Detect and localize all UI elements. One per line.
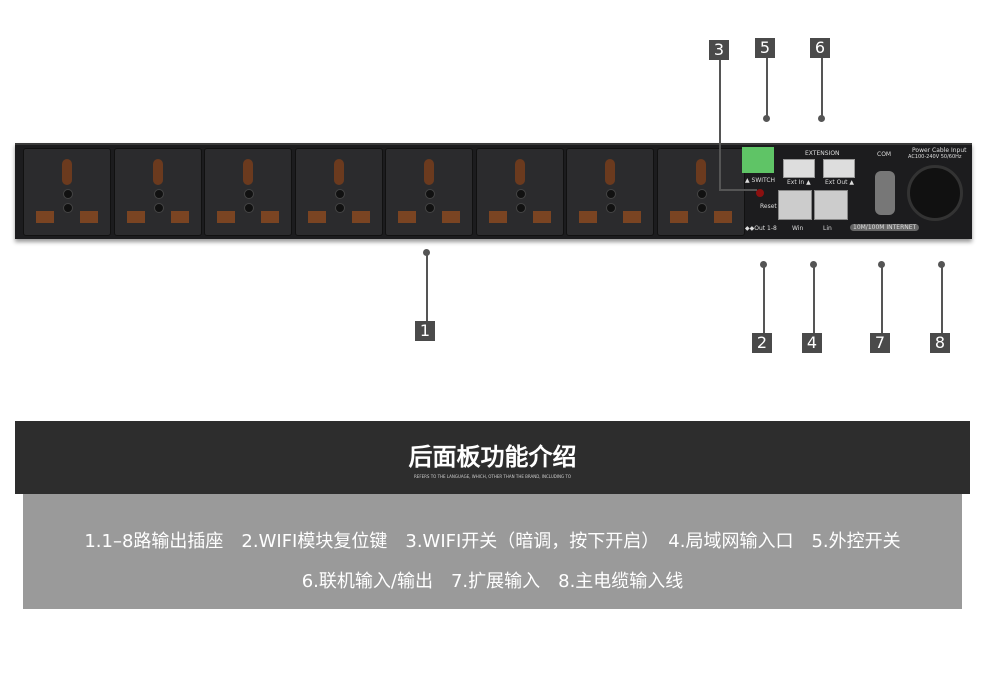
- power-socket: [294, 148, 383, 236]
- callout-3: 3: [709, 40, 729, 60]
- callout-7: 7: [870, 333, 890, 353]
- internet-label: 10M/100M INTERNET: [850, 224, 920, 231]
- rear-panel: ▲ SWITCH EXTENSION Ext In ▲ Ext Out ▲ Re…: [15, 143, 972, 239]
- callout-dot: [878, 261, 885, 268]
- callout-line: [813, 264, 815, 333]
- callout-dot: [423, 249, 430, 256]
- power-socket: [475, 148, 564, 236]
- power-label: Power Cable Input: [912, 147, 967, 154]
- power-socket: [656, 148, 745, 236]
- ext-in-label: Ext In ▲: [787, 179, 811, 186]
- feature-line-2: 6.联机输入/输出 7.扩展输入 8.主电缆输入线: [301, 571, 684, 592]
- win-label: Win: [792, 225, 804, 232]
- callout-line: [719, 60, 721, 190]
- power-socket: [23, 148, 111, 236]
- callout-line: [763, 264, 765, 333]
- power-socket: [113, 148, 202, 236]
- feature-list: 1.1–8路输出插座 2.WIFI模块复位键 3.WIFI开关（暗调，按下开启）…: [23, 494, 962, 609]
- callout-1: 1: [415, 321, 435, 341]
- power-socket: [385, 148, 473, 236]
- callout-6: 6: [810, 38, 830, 58]
- callout-line: [766, 58, 768, 118]
- rj45-win: [778, 190, 812, 220]
- power-socket: [566, 148, 654, 236]
- usb-ext-in: [783, 159, 815, 178]
- callout-line: [941, 264, 943, 333]
- callout-5: 5: [755, 38, 775, 58]
- power-cable: [907, 165, 963, 221]
- feature-line-1: 1.1–8路输出插座 2.WIFI模块复位键 3.WIFI开关（暗调，按下开启）…: [84, 531, 901, 552]
- wifi-switch-led: [756, 189, 764, 197]
- callout-dot: [818, 115, 825, 122]
- callout-4: 4: [802, 333, 822, 353]
- com-label: COM: [877, 151, 892, 158]
- section-banner: 后面板功能介绍 REFERS TO THE LANGUAGE, WHICH, O…: [15, 421, 970, 494]
- power-spec: AC100-240V 50/60Hz: [908, 154, 962, 160]
- callout-line: [719, 189, 757, 191]
- reset-label: Reset: [760, 203, 777, 210]
- callout-line: [821, 58, 823, 118]
- callout-line: [426, 252, 428, 321]
- rj45-lin: [814, 190, 848, 220]
- lin-label: Lin: [823, 225, 832, 232]
- power-socket: [204, 148, 292, 236]
- callout-dot: [760, 261, 767, 268]
- banner-subtitle: REFERS TO THE LANGUAGE, WHICH, OTHER THA…: [414, 474, 571, 479]
- callout-dot: [763, 115, 770, 122]
- com-port: [875, 171, 895, 215]
- ext-out-label: Ext Out ▲: [825, 179, 855, 186]
- callout-8: 8: [930, 333, 950, 353]
- banner-title: 后面板功能介绍: [408, 443, 577, 471]
- extension-label: EXTENSION: [805, 150, 840, 157]
- terminal-switch: [742, 147, 774, 173]
- usb-ext-out: [823, 159, 855, 178]
- callout-2: 2: [752, 333, 772, 353]
- callout-dot: [938, 261, 945, 268]
- callout-dot: [810, 261, 817, 268]
- switch-label: ▲ SWITCH: [745, 177, 776, 184]
- callout-line: [881, 264, 883, 333]
- out-label: ◆◆Out 1-8: [745, 225, 777, 232]
